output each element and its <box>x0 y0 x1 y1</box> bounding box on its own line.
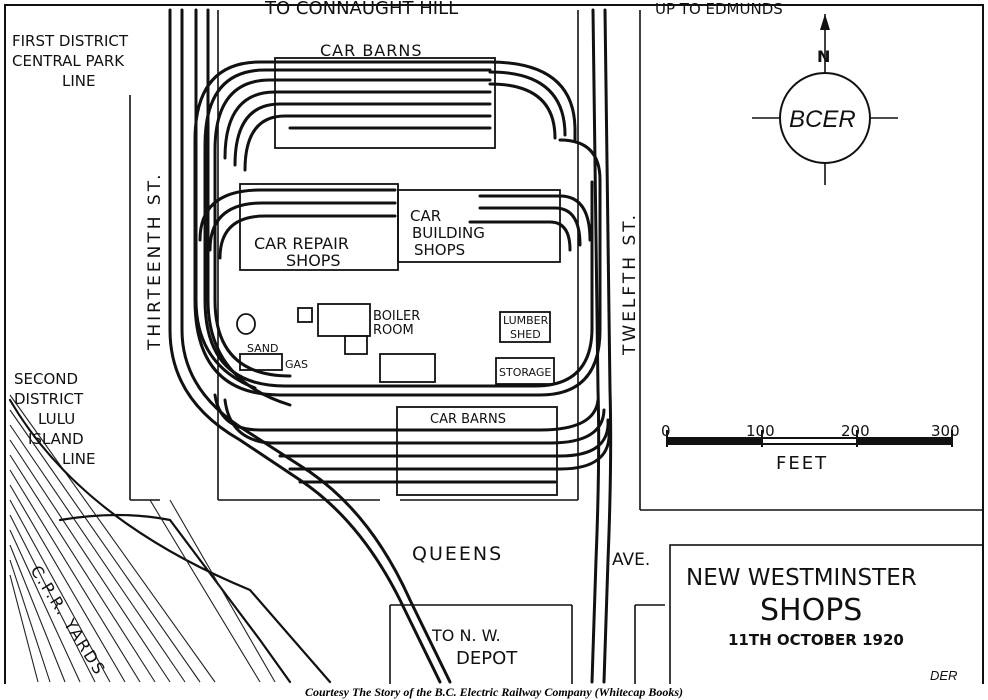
second-district-label: SECOND DISTRICT LULU ISLAND LINE <box>14 370 95 468</box>
sand-label: SAND <box>247 342 278 355</box>
bcer-logo-label: BCER <box>789 106 856 133</box>
storage-label: STORAGE <box>499 366 551 379</box>
ave-label: AVE. <box>612 550 650 570</box>
second-district-line4: ISLAND <box>28 430 84 448</box>
scale-unit-label: FEET <box>776 453 828 474</box>
second-district-line2: DISTRICT <box>14 390 84 408</box>
scale-tick-200: 200 <box>841 422 870 440</box>
second-district-line1: SECOND <box>14 370 78 388</box>
yard-building <box>379 353 436 383</box>
car-building-label-3: SHOPS <box>414 241 465 259</box>
first-district-line3: LINE <box>62 72 95 90</box>
first-district-label: FIRST DISTRICT CENTRAL PARK LINE <box>12 32 129 90</box>
north-arrow-icon <box>820 14 830 30</box>
scale-tick-0: 0 <box>661 422 671 440</box>
compass-rose: N BCER <box>752 14 898 185</box>
thirteenth-street-label: THIRTEENTH ST. <box>145 172 165 351</box>
car-barns-top-outline <box>274 57 496 149</box>
image-caption: Courtesy The Story of the B.C. Electric … <box>0 684 988 700</box>
initials-label: DER <box>930 668 957 683</box>
buildings <box>236 57 561 496</box>
title-line1: NEW WESTMINSTER <box>686 565 917 591</box>
car-building-outline <box>397 189 561 263</box>
boiler-room-outline <box>317 303 371 337</box>
sand-gas-outline <box>239 353 283 371</box>
car-barns-bottom-label: CAR BARNS <box>430 412 506 427</box>
twelfth-street-tracks <box>590 8 613 684</box>
top-street-left-label: TO CONNAUGHT HILL <box>264 0 458 19</box>
car-repair-label-2: SHOPS <box>286 251 341 270</box>
boiler-annex <box>344 335 368 355</box>
lumber-shed-outline <box>499 311 551 343</box>
car-building-label-1: CAR <box>410 207 441 225</box>
car-building-label-2: BUILDING <box>412 224 485 242</box>
yard-loop-tracks <box>193 60 611 484</box>
cpr-yards-label: C.P.R. YARDS <box>27 562 110 679</box>
second-district-line3: LULU <box>38 410 75 428</box>
title-block: NEW WESTMINSTER SHOPS 11TH OCTOBER 1920 … <box>669 544 984 686</box>
top-street-right-label: UP TO EDMUNDS <box>655 0 783 18</box>
queens-label: QUEENS <box>412 543 503 565</box>
scale-tick-300: 300 <box>931 422 960 440</box>
gas-label: GAS <box>285 358 308 371</box>
title-date: 11TH OCTOBER 1920 <box>728 631 904 649</box>
car-barns-top-label: CAR BARNS <box>320 41 422 60</box>
scale-tick-100: 100 <box>746 422 775 440</box>
twelfth-street-label: TWELFTH ST. <box>620 212 640 356</box>
second-district-line5: LINE <box>62 450 95 468</box>
street-lines <box>129 10 983 685</box>
depot-label-2: DEPOT <box>456 648 518 669</box>
boiler-label-1: BOILER <box>373 309 420 324</box>
depot-label-1: TO N. W. <box>431 626 501 645</box>
first-district-line1: FIRST DISTRICT <box>12 32 129 50</box>
title-line2: SHOPS <box>760 593 862 628</box>
lumber-label-2: SHED <box>510 328 541 341</box>
car-repair-label-1: CAR REPAIR <box>254 234 349 253</box>
boiler-label-2: ROOM <box>373 323 414 338</box>
cpr-yard-tracks <box>8 394 332 684</box>
north-label: N <box>817 47 830 66</box>
lumber-label-1: LUMBER <box>503 314 549 327</box>
storage-outline <box>495 357 555 385</box>
compass-circle <box>779 72 871 164</box>
small-building <box>297 307 313 323</box>
scale-bar: 0 100 200 300 FEET <box>661 422 960 474</box>
car-barns-bottom-outline <box>396 406 558 496</box>
first-district-line2: CENTRAL PARK <box>12 52 125 70</box>
water-tank <box>236 313 256 335</box>
